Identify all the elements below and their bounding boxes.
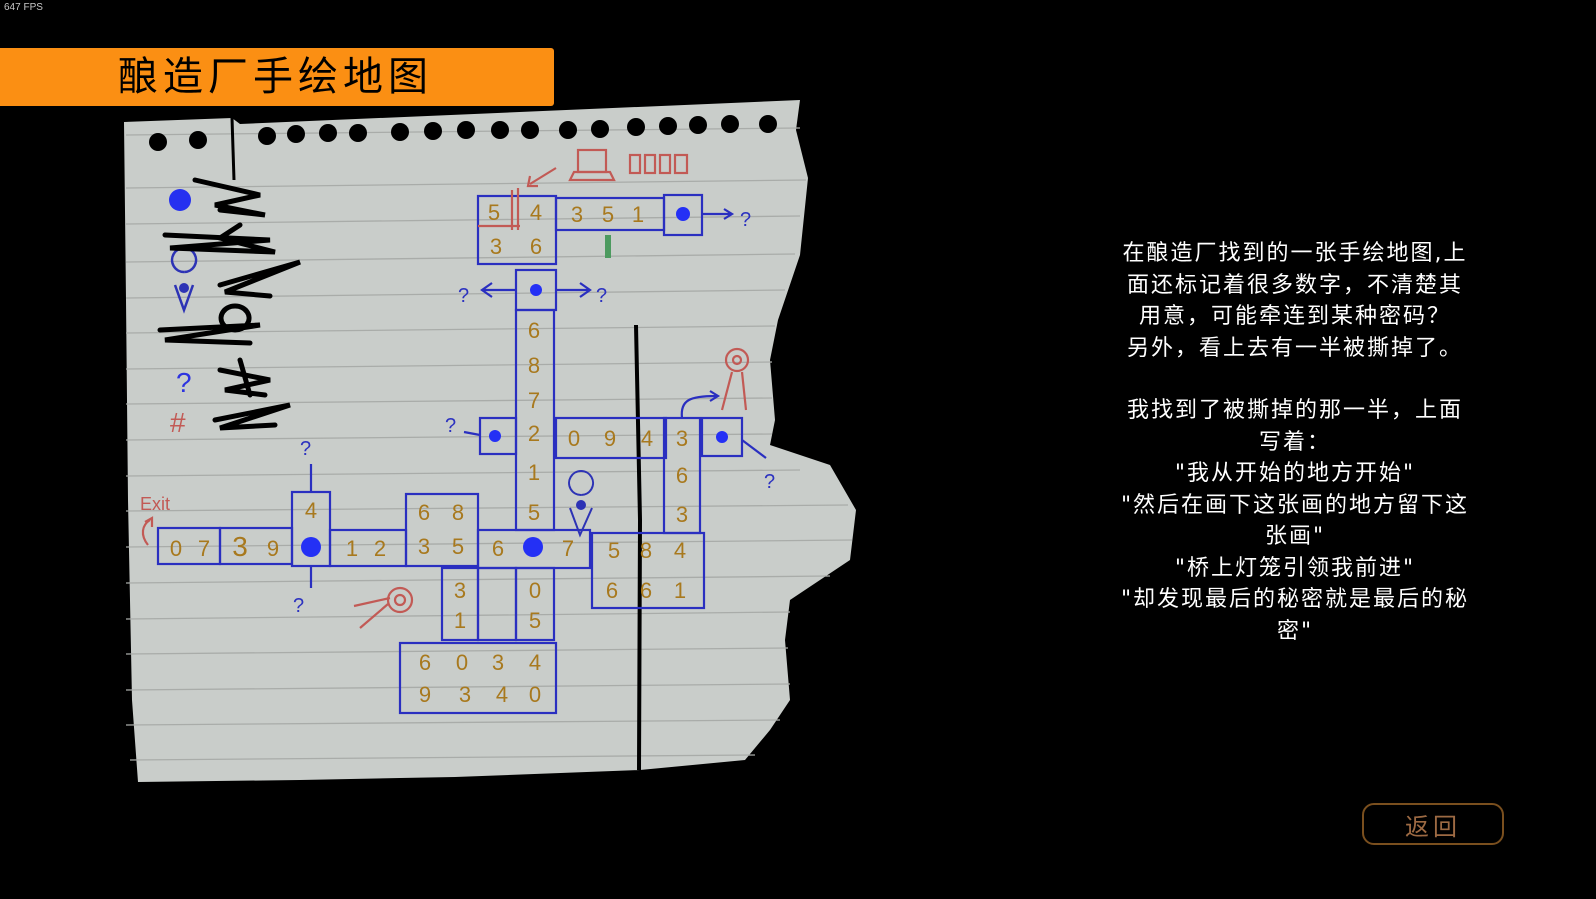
svg-text:4: 4 — [641, 426, 653, 451]
svg-text:4: 4 — [496, 682, 508, 707]
svg-text:3: 3 — [459, 682, 471, 707]
svg-text:7: 7 — [198, 536, 210, 561]
description-line: 用意，可能牵连到某种密码？ — [1138, 304, 1451, 329]
svg-text:5: 5 — [608, 538, 620, 563]
svg-text:?: ? — [458, 285, 469, 307]
svg-text:1: 1 — [632, 202, 644, 227]
svg-text:0: 0 — [456, 650, 468, 675]
svg-text:4: 4 — [305, 498, 317, 523]
svg-text:4: 4 — [674, 538, 686, 563]
svg-text:#: # — [170, 407, 186, 438]
description-line: "我从开始的地方开始" — [1174, 461, 1416, 486]
svg-text:0: 0 — [170, 536, 182, 561]
svg-text:9: 9 — [419, 682, 431, 707]
svg-text:Exit: Exit — [140, 494, 170, 514]
svg-text:6: 6 — [606, 578, 618, 603]
svg-text:?: ? — [293, 595, 304, 617]
description-line: 在酿造厂找到的一张手绘地图,上 — [1122, 241, 1468, 266]
svg-text:7: 7 — [528, 388, 540, 413]
svg-text:9: 9 — [267, 536, 279, 561]
svg-text:5: 5 — [452, 534, 464, 559]
svg-text:0: 0 — [529, 578, 541, 603]
svg-text:?: ? — [176, 367, 192, 398]
description-line: 另外，看上去有一半被撕掉了。 — [1126, 335, 1463, 361]
back-button[interactable]: 返回 — [1362, 803, 1504, 845]
svg-text:6: 6 — [492, 536, 504, 561]
svg-text:1: 1 — [528, 460, 540, 485]
svg-text:1: 1 — [454, 608, 466, 633]
svg-text:6: 6 — [640, 578, 652, 603]
svg-text:4: 4 — [530, 200, 542, 225]
svg-text:5: 5 — [529, 608, 541, 633]
svg-text:?: ? — [596, 285, 607, 307]
svg-text:2: 2 — [528, 421, 540, 446]
svg-text:4: 4 — [529, 650, 541, 675]
svg-text:5: 5 — [528, 500, 540, 525]
svg-text:8: 8 — [640, 538, 652, 563]
svg-text:3: 3 — [490, 234, 502, 259]
svg-text:3: 3 — [676, 426, 688, 451]
svg-text:?: ? — [300, 438, 311, 460]
svg-text:1: 1 — [346, 536, 358, 561]
svg-text:3: 3 — [232, 531, 248, 562]
svg-text:3: 3 — [492, 650, 504, 675]
description-line: 写着： — [1258, 429, 1331, 455]
svg-text:6: 6 — [530, 234, 542, 259]
svg-text:5: 5 — [602, 202, 614, 227]
description-line: 密" — [1276, 618, 1314, 644]
svg-text:3: 3 — [454, 578, 466, 603]
svg-text:?: ? — [764, 471, 775, 493]
svg-text:1: 1 — [674, 578, 686, 603]
title-banner: 酿造厂手绘地图 — [0, 48, 554, 106]
hand-drawn-map: ? # — [124, 100, 856, 782]
svg-text:3: 3 — [571, 202, 583, 227]
svg-text:?: ? — [445, 415, 456, 437]
svg-text:7: 7 — [562, 536, 574, 561]
page-title: 酿造厂手绘地图 — [118, 54, 433, 100]
svg-text:9: 9 — [604, 426, 616, 451]
svg-text:3: 3 — [676, 502, 688, 527]
svg-text:6: 6 — [676, 463, 688, 488]
svg-text:8: 8 — [528, 353, 540, 378]
svg-text:5: 5 — [488, 200, 500, 225]
svg-text:0: 0 — [568, 426, 580, 451]
svg-text:6: 6 — [528, 318, 540, 343]
svg-text:2: 2 — [374, 536, 386, 561]
svg-text:?: ? — [740, 209, 751, 231]
svg-text:8: 8 — [452, 500, 464, 525]
svg-text:6: 6 — [418, 500, 430, 525]
svg-text:0: 0 — [529, 682, 541, 707]
description-line: 张画" — [1264, 524, 1326, 549]
description-line: 我找到了被撕掉的那一半，上面 — [1126, 398, 1463, 423]
svg-text:6: 6 — [419, 650, 431, 675]
description-line: "桥上灯笼引领我前进" — [1174, 555, 1416, 581]
description-line: 面还标记着很多数字，不清楚其 — [1126, 272, 1463, 298]
fps-counter: 647 FPS — [4, 2, 43, 13]
map-description: 在酿造厂找到的一张手绘地图,上 面还标记着很多数字，不清楚其 用意，可能牵连到某… — [1085, 238, 1505, 647]
description-line: "然后在画下这张画的地方留下这 — [1120, 492, 1470, 518]
svg-text:3: 3 — [418, 534, 430, 559]
torn-paper — [124, 100, 856, 782]
description-line: "却发现最后的秘密就是最后的秘 — [1120, 587, 1470, 612]
